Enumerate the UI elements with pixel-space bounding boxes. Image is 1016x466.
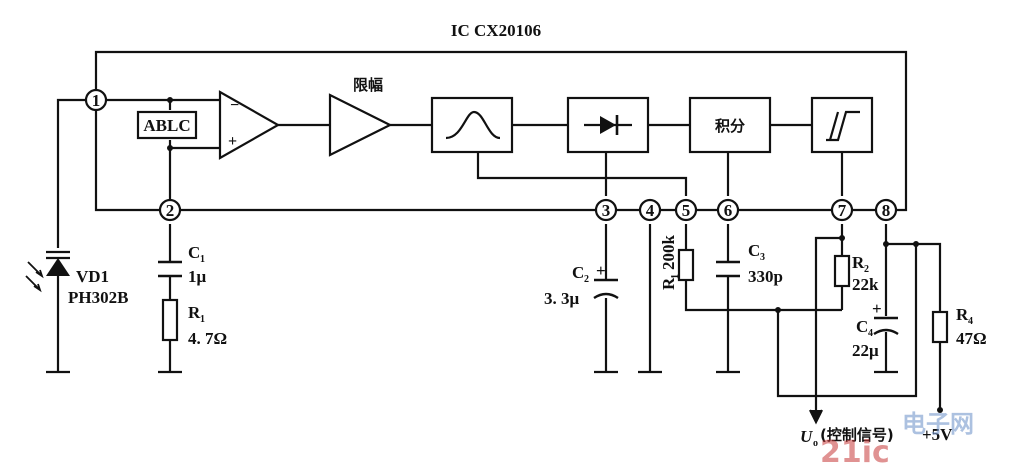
photodiode-vd1: VD1 PH302B bbox=[25, 250, 128, 307]
svg-text:R: R bbox=[659, 277, 678, 290]
svg-text:1: 1 bbox=[200, 314, 205, 325]
svg-text:22μ: 22μ bbox=[852, 341, 879, 360]
svg-text:+: + bbox=[872, 299, 882, 318]
svg-text:1: 1 bbox=[200, 254, 205, 265]
pin-3: 3 bbox=[594, 198, 618, 222]
resistor-200k: R 1 200k bbox=[659, 235, 695, 290]
pins: 1 2 3 4 5 6 7 8 bbox=[84, 88, 898, 222]
diode-icon bbox=[600, 116, 616, 134]
pin-1: 1 bbox=[84, 88, 108, 112]
svg-text:4. 7Ω: 4. 7Ω bbox=[188, 329, 227, 348]
svg-text:(控制信号): (控制信号) bbox=[820, 426, 894, 444]
svg-text:330p: 330p bbox=[748, 267, 783, 286]
ic-outline bbox=[94, 50, 908, 212]
light-arrow-icon bbox=[27, 261, 44, 279]
svg-text:R: R bbox=[188, 303, 201, 322]
svg-text:R: R bbox=[852, 253, 865, 272]
svg-text:C: C bbox=[748, 241, 760, 260]
svg-text:8: 8 bbox=[882, 201, 891, 220]
svg-text:3. 3μ: 3. 3μ bbox=[544, 289, 580, 308]
resistor-r4: R 4 47Ω bbox=[931, 305, 987, 348]
svg-text:3: 3 bbox=[760, 252, 765, 263]
svg-text:−: − bbox=[230, 97, 239, 114]
svg-text:2: 2 bbox=[166, 201, 175, 220]
svg-text:1μ: 1μ bbox=[188, 267, 207, 286]
svg-text:22k: 22k bbox=[852, 275, 879, 294]
svg-text:2: 2 bbox=[584, 274, 589, 285]
light-arrow-icon bbox=[25, 275, 42, 293]
pin-7: 7 bbox=[830, 198, 854, 222]
bandpass-filter-block bbox=[430, 96, 514, 154]
svg-text:3: 3 bbox=[602, 201, 611, 220]
pin-2: 2 bbox=[158, 198, 182, 222]
capacitor-c4: + C 4 22μ bbox=[852, 299, 899, 360]
svg-text:1: 1 bbox=[670, 274, 681, 279]
svg-text:C: C bbox=[188, 243, 200, 262]
junctions bbox=[167, 97, 943, 413]
vd1-part: PH302B bbox=[68, 288, 128, 307]
detector-block bbox=[566, 96, 650, 154]
capacitor-c1: C 1 1μ bbox=[158, 243, 207, 286]
ablc-block: ABLC bbox=[136, 110, 198, 140]
pin-6: 6 bbox=[716, 198, 740, 222]
svg-text:+: + bbox=[596, 261, 606, 280]
svg-text:4: 4 bbox=[868, 328, 873, 339]
svg-text:+: + bbox=[228, 133, 237, 150]
svg-text:R: R bbox=[956, 305, 969, 324]
resistor-r1: R 1 4. 7Ω bbox=[161, 298, 227, 348]
resistor-r2: R 2 22k bbox=[833, 253, 879, 294]
svg-text:U: U bbox=[800, 427, 813, 446]
svg-text:电子网: 电子网 bbox=[902, 410, 974, 438]
svg-text:4: 4 bbox=[968, 316, 973, 327]
schmitt-trigger-block bbox=[810, 96, 874, 154]
svg-text:积分: 积分 bbox=[715, 117, 745, 135]
watermark-logo: 21ic 电子网 bbox=[820, 410, 974, 466]
output-label: U o (控制信号) +5V bbox=[800, 425, 953, 449]
ic-title: IC CX20106 bbox=[451, 21, 541, 40]
svg-text:C: C bbox=[856, 317, 868, 336]
limiter-label: 限幅 bbox=[353, 76, 383, 94]
svg-text:C: C bbox=[572, 263, 584, 282]
pin-8: 8 bbox=[874, 198, 898, 222]
limiter-amp-symbol: 限幅 bbox=[328, 76, 393, 157]
pin-5: 5 bbox=[674, 198, 698, 222]
supply-voltage: +5V bbox=[922, 425, 953, 444]
svg-text:21ic: 21ic bbox=[820, 435, 890, 466]
opamp-symbol: − + bbox=[218, 90, 281, 160]
wiring bbox=[46, 50, 942, 425]
pin-4: 4 bbox=[638, 198, 662, 222]
svg-text:2: 2 bbox=[864, 264, 869, 275]
svg-text:1: 1 bbox=[92, 91, 101, 110]
svg-text:4: 4 bbox=[646, 201, 655, 220]
svg-text:6: 6 bbox=[724, 201, 733, 220]
vd1-name: VD1 bbox=[76, 267, 109, 286]
capacitor-c3: C 3 330p bbox=[716, 241, 783, 286]
svg-text:200k: 200k bbox=[659, 235, 678, 271]
integrator-block: 积分 bbox=[688, 96, 772, 154]
svg-text:7: 7 bbox=[838, 201, 847, 220]
capacitor-c2: + C 2 3. 3μ bbox=[544, 261, 619, 308]
svg-text:o: o bbox=[813, 438, 818, 449]
svg-text:ABLC: ABLC bbox=[143, 116, 190, 135]
svg-text:5: 5 bbox=[682, 201, 691, 220]
svg-text:47Ω: 47Ω bbox=[956, 329, 987, 348]
